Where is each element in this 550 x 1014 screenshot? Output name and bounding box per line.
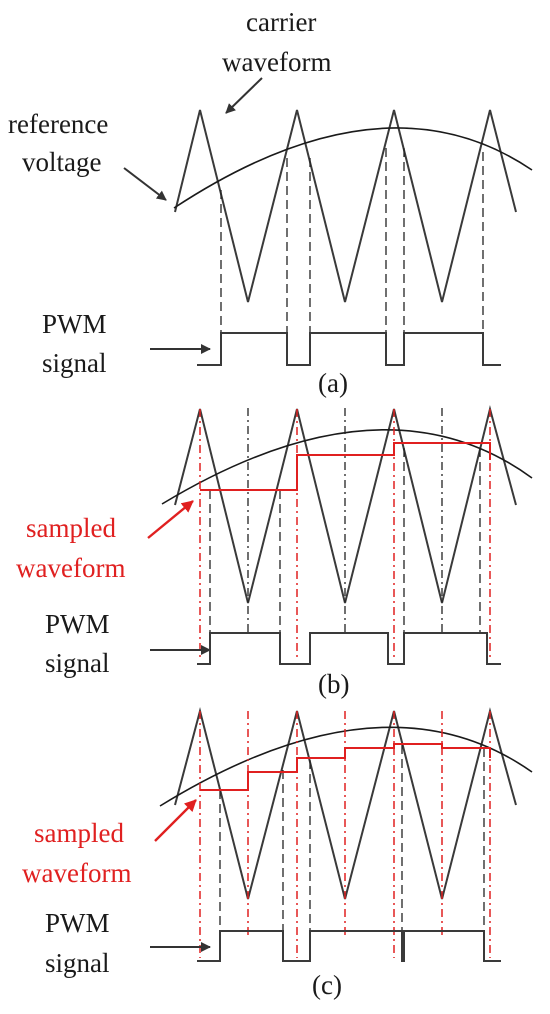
pwm-signal [197, 632, 501, 665]
sampled-waveform [200, 743, 491, 791]
sampled-label-line2: waveform [22, 858, 131, 888]
sampled-label-line1: sampled [26, 513, 116, 543]
panel-label-b: (b) [318, 669, 349, 699]
panel-b: sampled waveform PWM signal (b) [16, 405, 533, 699]
pwm-signal [197, 930, 501, 962]
pwm-label-line1: PWM [42, 309, 107, 339]
reference-label-line2: voltage [22, 147, 101, 177]
panel-label-c: (c) [312, 970, 342, 1000]
panel-label-a: (a) [318, 368, 348, 398]
pwm-label-line1: PWM [45, 609, 110, 639]
pwm-signal [197, 332, 501, 366]
pwm-label-line2: signal [45, 648, 110, 678]
pwm-label-line1: PWM [45, 908, 110, 938]
carrier-waveform [174, 109, 517, 303]
pwm-label-line2: signal [42, 348, 107, 378]
sampled-label-line2: waveform [16, 553, 125, 583]
carrier-label-line1: carrier [246, 7, 316, 37]
sampled-label-line1: sampled [34, 818, 124, 848]
pwm-label-line2: signal [45, 948, 110, 978]
panel-a: carrier waveform reference voltage PWM s… [8, 7, 533, 398]
reference-voltage-curve [173, 127, 533, 209]
panel-c: sampled waveform PWM signal (c) [22, 707, 533, 1000]
sampled-arrow [147, 500, 194, 539]
carrier-label-line2: waveform [222, 47, 331, 77]
reference-arrow [123, 167, 167, 201]
sampled-arrow [154, 799, 197, 842]
carrier-arrow [225, 77, 263, 114]
sampled-waveform [200, 442, 491, 491]
reference-label-line1: reference [8, 109, 108, 139]
